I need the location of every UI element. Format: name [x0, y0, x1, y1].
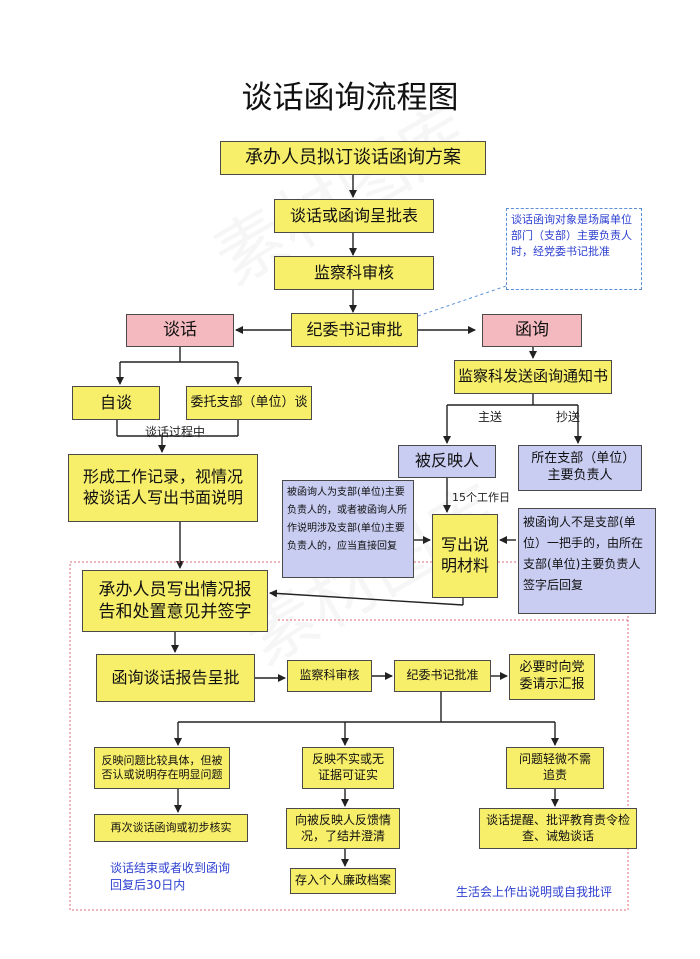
note-inquiry-target: 谈话函询对象是场属单位部门（支部）主要负责人时，经党委书记批准 — [506, 208, 642, 290]
node-review: 监察科审核 — [274, 256, 434, 290]
label-talk-process: 谈话过程中 — [145, 425, 206, 439]
node-self-talk: 自谈 — [72, 386, 160, 420]
process-region-border — [69, 561, 629, 911]
label-deadline: 15个工作日 — [452, 491, 510, 504]
node-outcome2: 反映不实或无证据可证实 — [302, 747, 394, 789]
node-talk: 谈话 — [126, 314, 234, 347]
node-approve2: 纪委书记批准 — [394, 660, 491, 692]
life-meeting-note: 生活会上作出说明或自我批评 — [456, 885, 613, 899]
node-approve: 纪委书记审批 — [291, 313, 418, 347]
label-cc-send: 抄送 — [556, 410, 581, 424]
page-title: 谈话函询流程图 — [241, 80, 459, 116]
node-submit: 谈话或函询呈批表 — [274, 199, 434, 233]
node-situation-report: 承办人员写出情况报告和处置意见并签字 — [82, 570, 268, 632]
node-archive: 存入个人廉政档案 — [290, 868, 396, 894]
node-report-party: 必要时向党委请示汇报 — [509, 654, 595, 700]
node-report-submit: 函询谈话报告呈批 — [96, 654, 255, 702]
node-outcome1: 反映问题比较具体，但被否认或说明存在明显问题 — [94, 747, 230, 789]
note-left-case: 被函询人为支部(单位)主要负责人的，或者被函询人所作说明涉及支部(单位)主要负责… — [282, 480, 414, 578]
note-right-case: 被函询人不是支部(单位）一把手的，由所在支部(单位)主要负责人签字后回复 — [518, 508, 656, 614]
node-plan: 承办人员拟订谈话函询方案 — [220, 141, 486, 175]
node-outcome3: 问题轻微不需追责 — [506, 747, 604, 789]
node-branch-head: 所在支部（单位）主要负责人 — [518, 445, 642, 491]
node-review2: 监察科审核 — [287, 660, 372, 692]
node-action1: 再次谈话函询或初步核实 — [94, 814, 248, 842]
node-record: 形成工作记录，视情况被谈话人写出书面说明 — [68, 454, 258, 522]
node-write-material: 写出说明材料 — [432, 514, 498, 598]
node-action2: 向被反映人反馈情况，了结并澄清 — [286, 808, 400, 849]
node-notice: 监察科发送函询通知书 — [454, 360, 612, 394]
end-note: 谈话结束或者收到函询回复后30日内 — [110, 861, 231, 892]
node-delegate-talk: 委托支部（单位）谈 — [186, 386, 312, 420]
node-inquiry: 函询 — [482, 314, 582, 347]
node-respondent: 被反映人 — [398, 445, 496, 478]
label-main-send: 主送 — [478, 410, 503, 424]
node-action3: 谈话提醒、批评教育责令检查、诫勉谈话 — [479, 808, 637, 849]
